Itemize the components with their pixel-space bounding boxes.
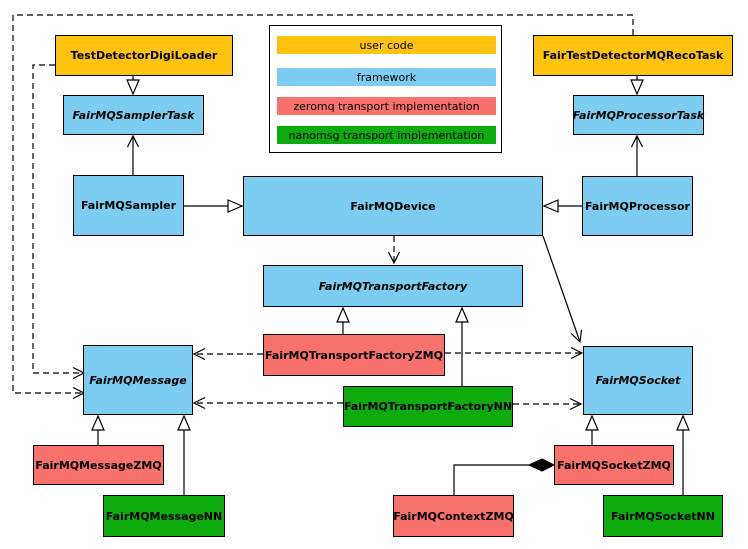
node-testdetectordigiloader: TestDetectorDigiLoader: [55, 35, 233, 76]
composition-diamond: [527, 458, 556, 472]
legend-label: zeromq transport implementation: [293, 99, 480, 113]
node-fairmqsocketnn: FairMQSocketNN: [603, 495, 723, 537]
node-fairmqsampler: FairMQSampler: [73, 175, 184, 236]
node-fairmqmessage: FairMQMessage: [83, 345, 193, 415]
node-fairmqmessagenn: FairMQMessageNN: [103, 495, 225, 537]
edge-contextzmq-socketzmq-line: [453, 464, 529, 495]
node-fairmqtransportfactoryzmq: FairMQTransportFactoryZMQ: [263, 334, 445, 376]
edge-device-socket-arrow: [542, 235, 583, 344]
legend-item-user-code: user code: [277, 36, 496, 54]
node-fairtestdetectormqrecotask: FairTestDetectorMQRecoTask: [533, 35, 733, 76]
node-fairmqprocessortask: FairMQProcessorTask: [573, 95, 704, 135]
legend-label: user code: [359, 38, 414, 52]
node-fairmqsamplertask: FairMQSamplerTask: [63, 95, 204, 135]
legend-label: nanomsg transport implementation: [288, 128, 485, 142]
node-fairmqtransportfactorynn: FairMQTransportFactoryNN: [343, 386, 513, 427]
node-fairmqtransportfactory: FairMQTransportFactory: [263, 265, 523, 307]
node-fairmqcontextzmq: FairMQContextZMQ: [393, 495, 514, 537]
legend: user code framework zeromq transport imp…: [269, 25, 502, 153]
edge-digiloader-message-dashed: [32, 64, 86, 380]
node-fairmqdevice: FairMQDevice: [243, 176, 543, 236]
edge-recotask-message-dashed: [12, 14, 634, 400]
legend-item-zeromq: zeromq transport implementation: [277, 97, 496, 115]
node-fairmqmessagezmq: FairMQMessageZMQ: [33, 445, 164, 485]
legend-item-framework: framework: [277, 68, 496, 86]
legend-label: framework: [356, 70, 417, 84]
node-fairmqsocket: FairMQSocket: [583, 346, 693, 415]
legend-item-nanomsg: nanomsg transport implementation: [277, 126, 496, 144]
node-fairmqsocketzmq: FairMQSocketZMQ: [554, 445, 674, 485]
node-fairmqprocessor: FairMQProcessor: [582, 176, 693, 236]
